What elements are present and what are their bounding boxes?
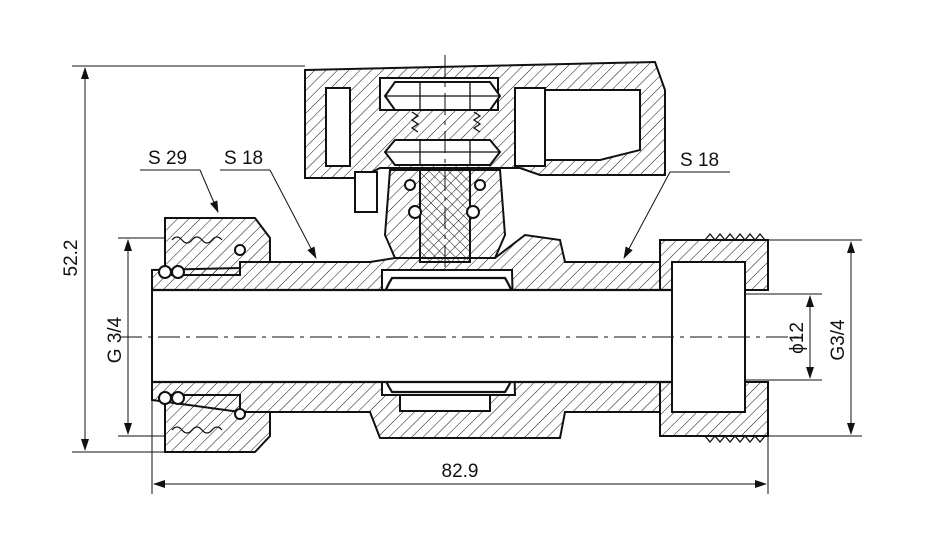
lower-nut [383,139,502,166]
right-thread-label: G3/4 [828,319,849,361]
left-union-nut [158,217,271,453]
s18-right-label: S 18 [680,150,719,171]
height-dimension: 52.2 [61,240,82,277]
s29-label: S 29 [148,148,187,169]
left-thread-label: G 3/4 [105,316,126,363]
spring [410,111,482,133]
bore-label: ϕ12 [787,322,808,354]
inner-bore [151,289,673,383]
s18-left-label: S 18 [224,148,263,169]
top-nut [383,81,502,111]
right-threaded-end [659,232,769,444]
length-dimension: 82.9 [442,461,479,482]
